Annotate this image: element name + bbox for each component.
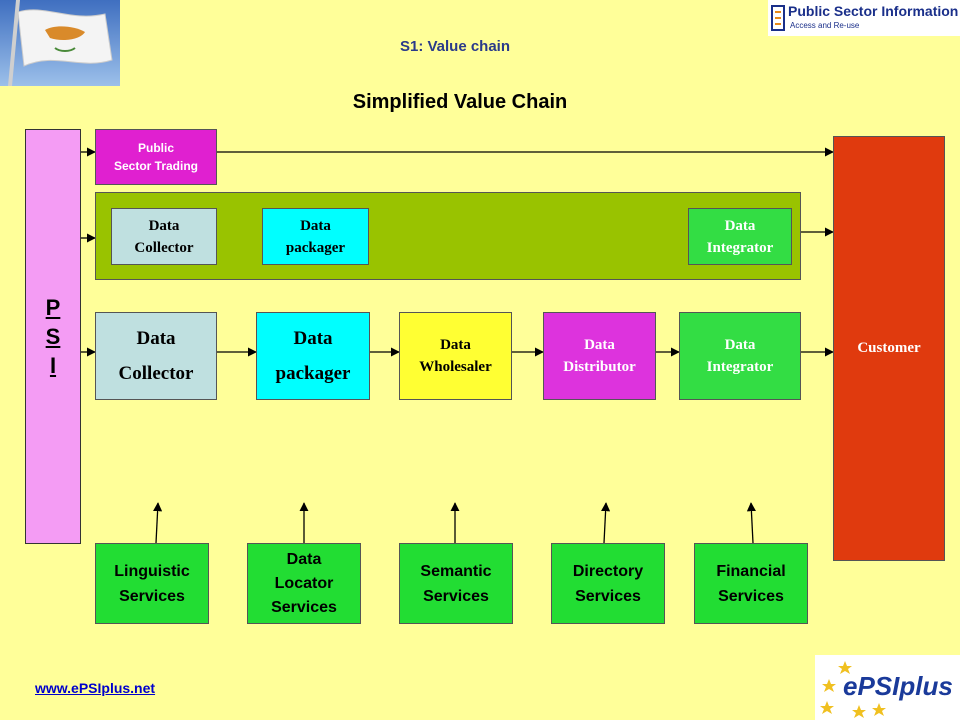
public-sector-trading-label: Public Sector Trading [113,141,199,173]
group-data-packager-label: Data packager [285,217,346,256]
psi-logo-text: Public Sector Information [788,3,959,19]
semantic-services-label: Semantic Services [420,562,492,605]
group-data-packager-box: Data packager [262,208,369,265]
data-locator-services-label: Data Locator Services [271,550,337,616]
data-integrator-label: Data Integrator [706,337,774,375]
arrow-directory-up [601,502,611,544]
financial-services-box: Financial Services [694,543,808,624]
data-wholesaler-box: Data Wholesaler [399,312,512,400]
psi-logo-mark-icon [771,5,785,31]
customer-box: Customer [833,136,945,561]
psi-logo: Public Sector Information Access and Re-… [768,0,960,36]
group-data-collector-label: Data Collector [134,217,194,256]
data-distributor-box: Data Distributor [543,312,656,400]
flag-image [0,0,120,86]
eu-stars-icon [820,661,886,718]
data-integrator-box: Data Integrator [679,312,801,400]
epsiplus-logo-text: ePSIplus [843,671,953,701]
group-data-integrator-label: Data Integrator [706,217,774,256]
footer-url-link[interactable]: www.ePSIplus.net [35,680,156,696]
semantic-services-box: Semantic Services [399,543,513,624]
slide-label: S1: Value chain [399,38,511,55]
epsiplus-logo: ePSIplus [815,655,960,720]
psi-logo-subtext: Access and Re-use [790,21,860,30]
financial-services-label: Financial Services [716,562,786,605]
data-collector-box: Data Collector [95,312,217,400]
directory-services-label: Directory Services [572,562,644,605]
diagram-title: Simplified Value Chain [352,91,568,113]
group-data-integrator-box: Data Integrator [688,208,792,265]
public-sector-trading-box: Public Sector Trading [95,129,217,185]
data-locator-services-box: Data Locator Services [247,543,361,624]
linguistic-services-label: Linguistic Services [114,562,190,605]
data-packager-box: Data packager [256,312,370,400]
psi-label: P S I [45,295,61,378]
linguistic-services-box: Linguistic Services [95,543,209,624]
customer-label: Customer [857,340,921,356]
arrow-linguistic-up [153,502,163,544]
data-packager-label: Data packager [275,328,351,384]
data-wholesaler-label: Data Wholesaler [419,337,492,375]
data-collector-label: Data Collector [118,328,194,384]
data-distributor-label: Data Distributor [563,337,636,375]
directory-services-box: Directory Services [551,543,665,624]
psi-bar: P S I [25,129,81,544]
arrow-financial-up [746,502,756,544]
group-data-collector-box: Data Collector [111,208,217,265]
